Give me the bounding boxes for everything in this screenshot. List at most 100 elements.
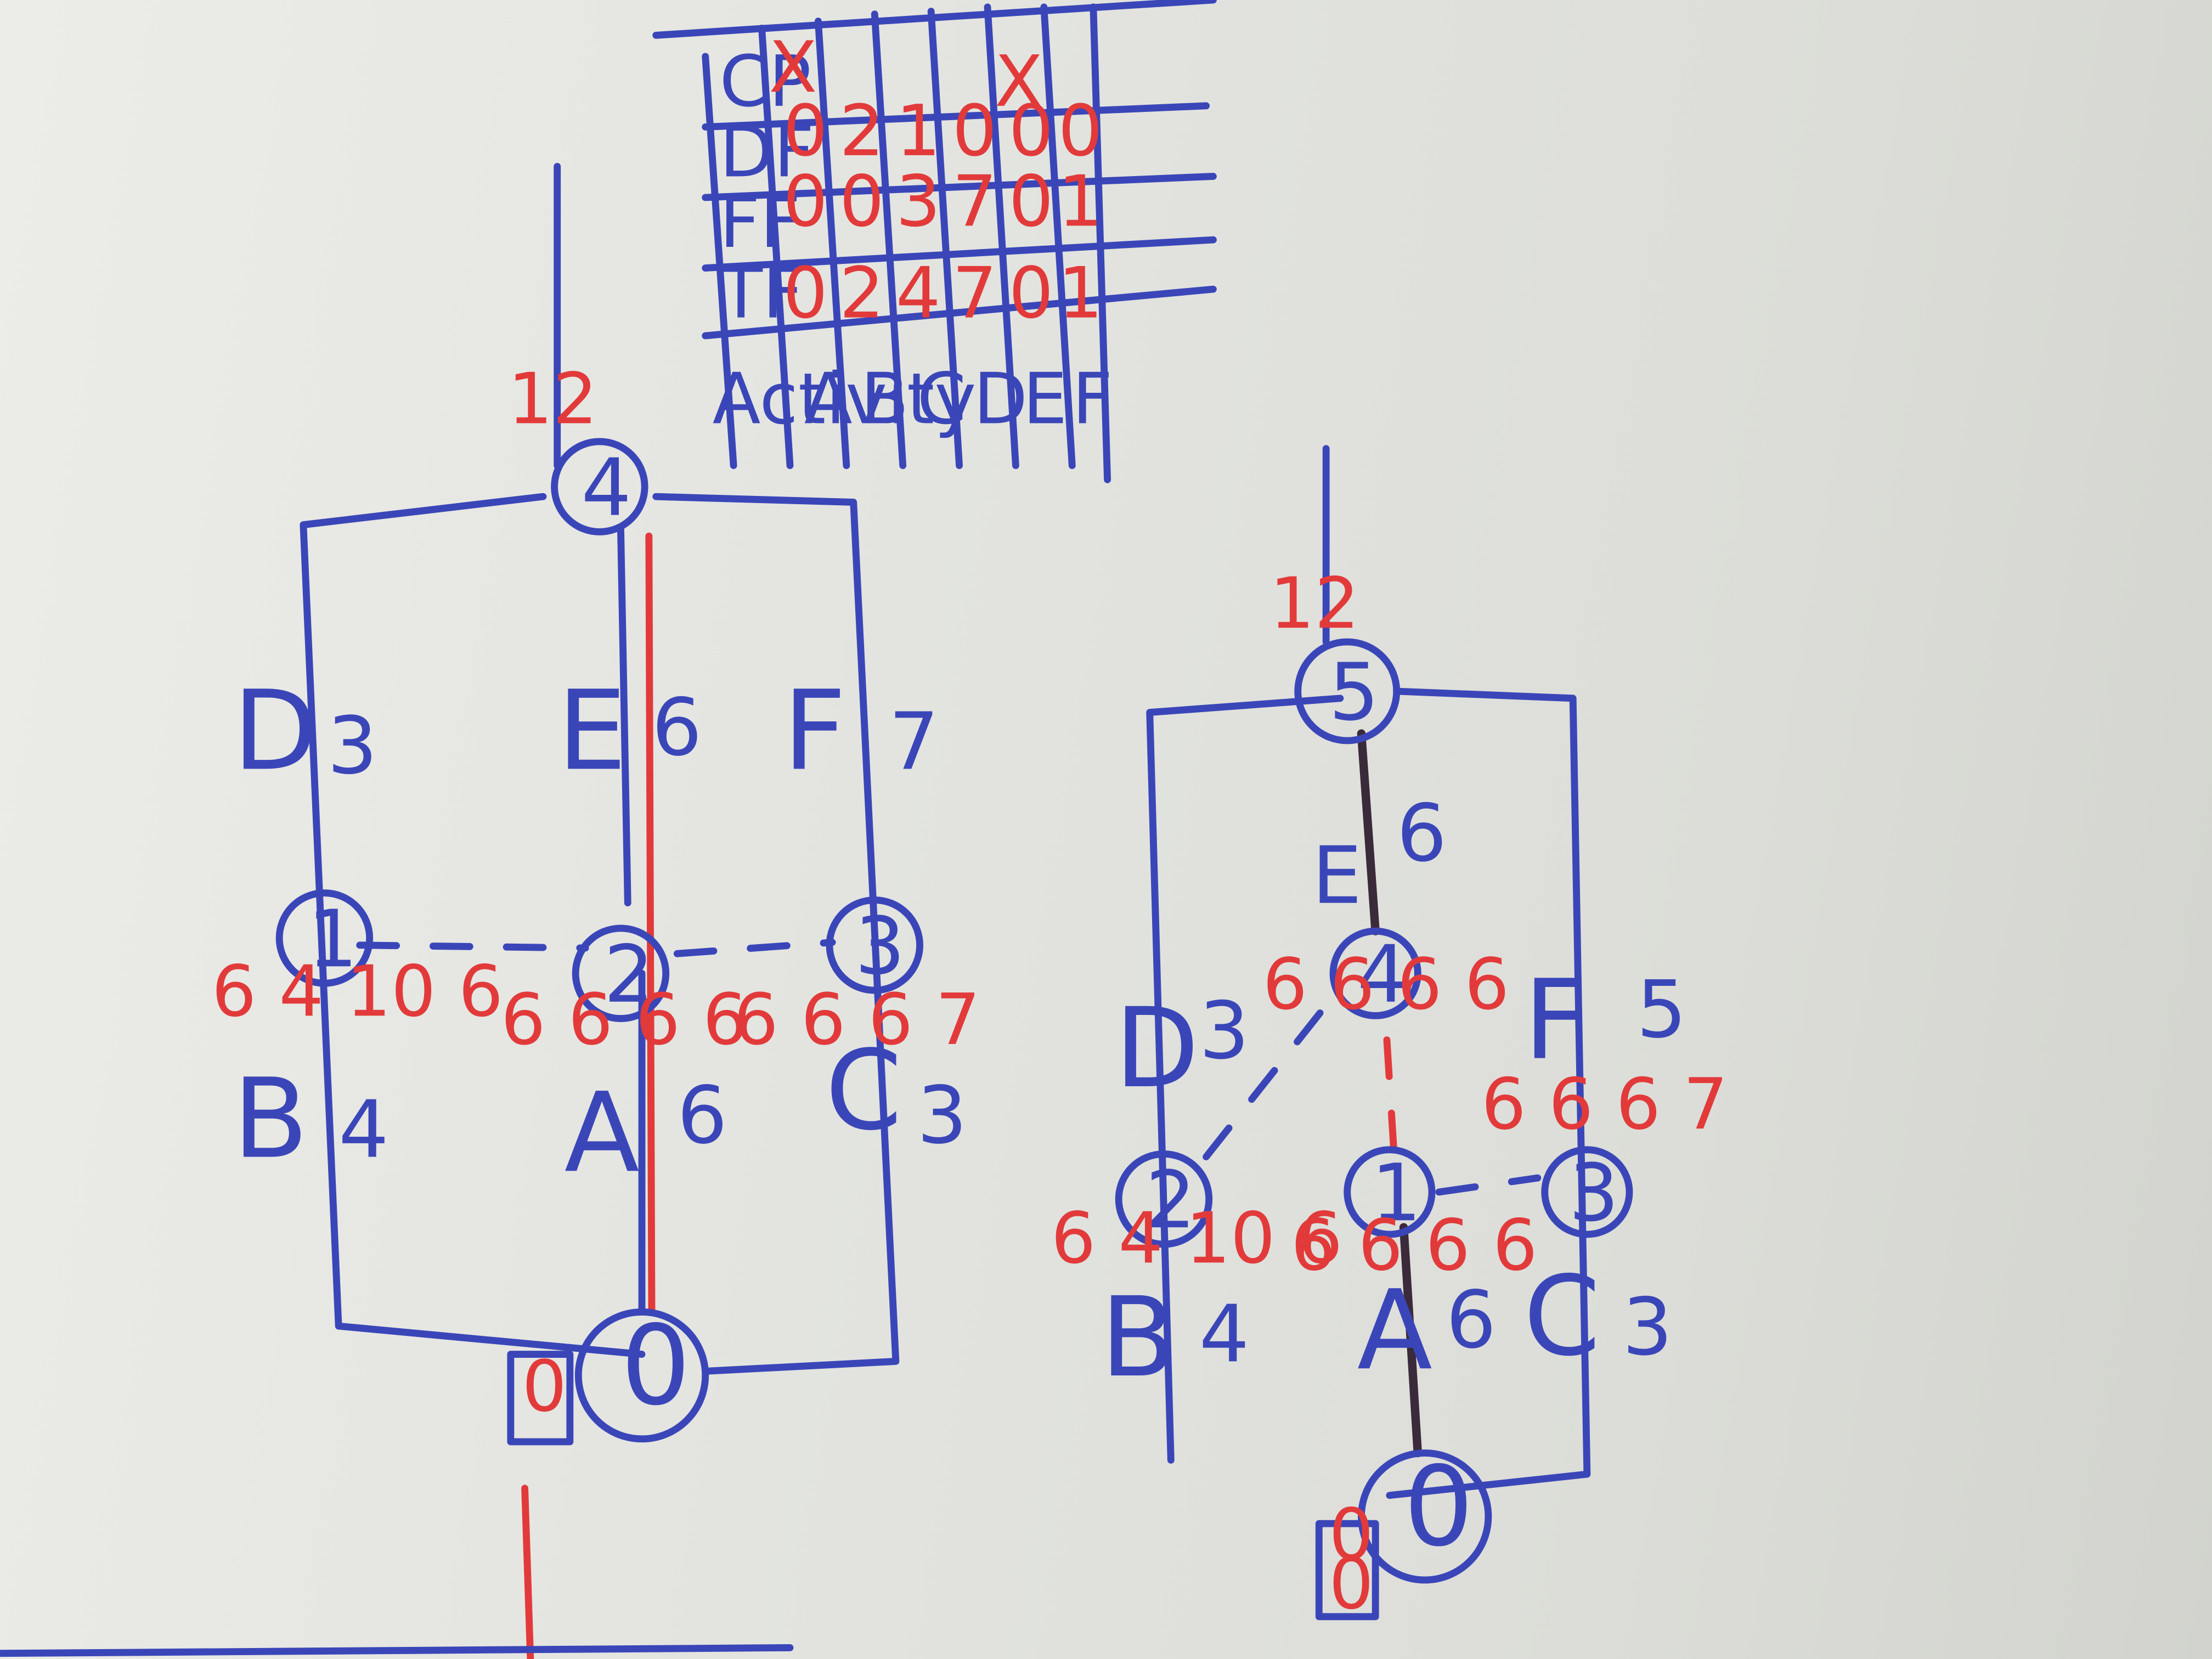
activity-d-label: D (233, 667, 317, 795)
table-row-a-df: 0 (783, 91, 828, 172)
start-box-2-bottom: 0 (1329, 1543, 1374, 1625)
start-box-1-value: 0 (522, 1346, 567, 1427)
table-row-line-3 (702, 285, 1217, 340)
activity2-c-duration: 3 (1622, 1281, 1673, 1373)
node-2 (572, 924, 670, 1023)
node-4-label: 4 (581, 442, 631, 534)
table-col-line-1 (758, 25, 794, 470)
table-col-line-6 (1040, 3, 1076, 470)
critical-path-a-e (645, 532, 656, 1316)
arrow-b-d-path-2 (1146, 695, 1344, 1464)
node-3-label: 3 (855, 900, 905, 992)
table-row-f-activity: F (1072, 358, 1113, 440)
margin-red-line (521, 1485, 534, 1659)
activity-a-times: 6 6 6 6 (501, 979, 748, 1061)
activity-b-times: 6 4 10 6 (212, 951, 504, 1032)
table-row-f-tf: 1 (1058, 253, 1103, 335)
activity-a-duration: 6 (677, 1069, 727, 1161)
activity2-c-label: C (1523, 1253, 1600, 1381)
arrow-e-2 (1357, 729, 1380, 935)
node2-5-label: 5 (1329, 646, 1379, 738)
table-row-line-1 (702, 173, 1217, 201)
table-row-e-cp: X (995, 41, 1043, 123)
start-box-2 (1315, 1520, 1379, 1621)
activity2-f-duration: 5 (1637, 963, 1687, 1056)
activity2-a-times: 6 6 6 6 (1291, 1205, 1538, 1286)
activity2-d-duration: 3 (1199, 985, 1250, 1077)
node2-4-label: 4 (1357, 928, 1408, 1020)
activity2-b-label: B (1101, 1274, 1176, 1402)
dummy-1-4 (1381, 1012, 1398, 1154)
node-4 (551, 438, 648, 535)
table-col-line-4 (927, 8, 963, 470)
table-col-line-3 (871, 10, 907, 470)
table-row-d-tf: 7 (952, 253, 997, 335)
table-row-e-ff: 0 (1009, 161, 1054, 242)
node2-2-label: 2 (1146, 1154, 1196, 1246)
table-row-f-ff: 1 (1058, 161, 1103, 242)
activity-c-duration: 3 (917, 1069, 967, 1161)
table-header-activity: Activity (713, 358, 977, 440)
node-1 (275, 889, 374, 987)
table-row-b-tf: 2 (839, 253, 884, 335)
table-row-c-ff: 3 (896, 161, 941, 242)
activity2-e-duration: 6 (1397, 787, 1447, 879)
table-row-d-df: 0 (952, 91, 997, 172)
node2-1-label: 1 (1371, 1147, 1421, 1239)
table-row-b-activity: B (861, 358, 909, 440)
activity-c-times: 6 6 6 7 (733, 979, 980, 1061)
table-col-line-5 (984, 3, 1019, 470)
activity2-b-times: 6 4 10 6 (1051, 1198, 1343, 1279)
table-row-c-tf: 4 (896, 253, 941, 335)
node-3 (826, 896, 924, 994)
table-row-e-tf: 0 (1009, 253, 1054, 335)
activity-f-label: F (783, 667, 846, 795)
activity-c-label: C (825, 1027, 902, 1155)
start-box-2-top: 0 (1329, 1494, 1374, 1576)
activity-b-duration: 4 (338, 1084, 389, 1176)
start-box-1 (507, 1351, 574, 1446)
table-row-line-2 (702, 236, 1217, 272)
node2-3-label: 3 (1568, 1147, 1619, 1239)
activity2-b-duration: 4 (1199, 1288, 1250, 1380)
table-row-e-df: 0 (1009, 91, 1054, 172)
activity-f-duration: 7 (889, 695, 939, 787)
node2-0 (1358, 1449, 1492, 1584)
table-row-a-activity: A (804, 358, 853, 440)
activity2-a-duration: 6 (1446, 1274, 1497, 1366)
table-header-cp: CP (719, 41, 811, 123)
table-row-a-ff: 0 (783, 161, 828, 242)
activity-e-duration: 6 (652, 681, 702, 774)
node2-2 (1115, 1150, 1213, 1248)
node2-0-label: 0 (1404, 1443, 1474, 1571)
arrow-e (617, 525, 631, 907)
node-0 (574, 1308, 709, 1443)
activity-a-label: A (565, 1069, 640, 1197)
table-row-d-activity: D (973, 358, 1028, 440)
activity-b-label: B (233, 1056, 308, 1183)
table-row-a-cp: X (769, 27, 817, 109)
table-row-b-df: 2 (839, 91, 884, 172)
table-row-line-0 (702, 102, 1210, 131)
activity2-e-times: 6 6 6 6 (1262, 944, 1509, 1026)
activity-d-duration: 3 (328, 699, 378, 792)
table-row-a-tf: 0 (783, 253, 828, 335)
table-header-ff: FF (719, 182, 800, 264)
end-time-2: 12 (1269, 563, 1359, 645)
diagram-1: 0 1 2 3 4 0 B 4 6 4 10 6 D 3 A 6 6 6 6 6… (212, 163, 980, 1446)
float-table: Activity TF FF DF CP A 0 0 0 X B 2 0 2 C… (652, 0, 1217, 483)
diagram-2: 0 1 2 3 4 5 0 0 B 4 6 4 10 6 D 3 A 6 6 6… (1051, 445, 1728, 1625)
arrow-b-d-path (300, 493, 646, 1358)
activity2-c-times: 6 6 6 7 (1481, 1064, 1728, 1146)
node-0-label: 0 (620, 1302, 691, 1430)
table-row-c-df: 1 (896, 91, 941, 172)
node2-5 (1294, 638, 1401, 744)
end-time-1: 12 (508, 358, 598, 440)
activity2-a-label: A (1357, 1267, 1432, 1395)
activity2-e-label: E (1312, 830, 1362, 922)
node-1-label: 1 (308, 893, 358, 985)
bottom-blue-line (0, 1644, 794, 1657)
node2-3 (1541, 1146, 1633, 1238)
node2-1 (1344, 1146, 1436, 1238)
